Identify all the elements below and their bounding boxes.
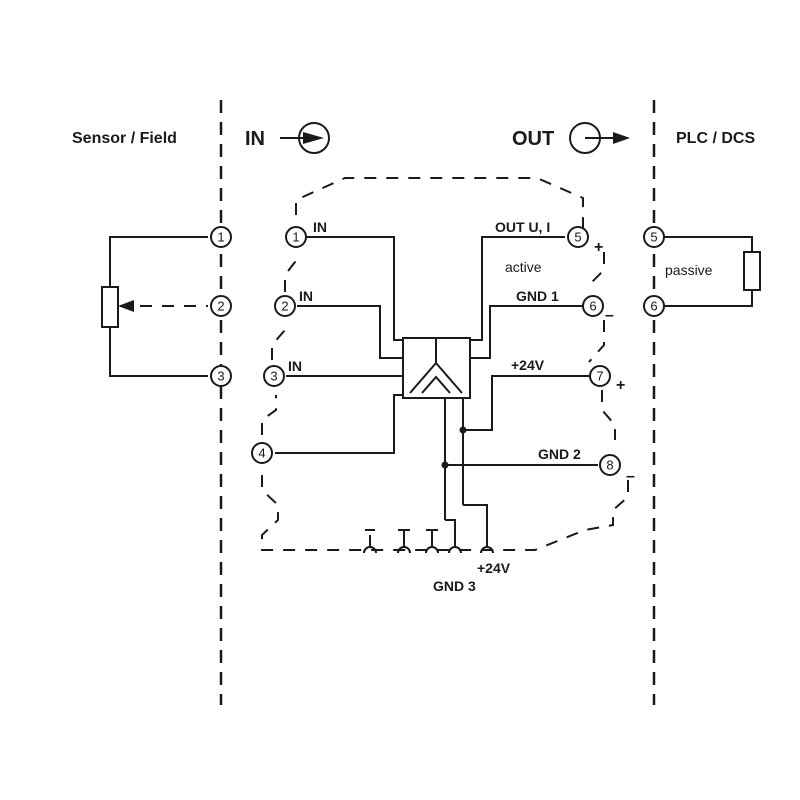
header-sensor-field: Sensor / Field xyxy=(72,130,177,147)
plc-terminal-5: 5 xyxy=(643,226,665,248)
svg-text:6: 6 xyxy=(650,299,657,314)
svg-text:5: 5 xyxy=(650,230,657,245)
svg-text:3: 3 xyxy=(217,369,224,384)
in-arrow-icon xyxy=(280,122,330,154)
module-terminal-7: 7 xyxy=(589,365,611,387)
module-terminal-6: 6 xyxy=(582,295,604,317)
label-out-ui: OUT U, I xyxy=(495,219,550,235)
label-gnd3: GND 3 xyxy=(433,578,476,594)
isolation-block xyxy=(402,337,471,399)
svg-text:2: 2 xyxy=(281,299,288,314)
svg-text:6: 6 xyxy=(589,299,596,314)
sensor-terminal-1: 1 xyxy=(210,226,232,248)
passive-load xyxy=(664,236,761,307)
svg-text:4: 4 xyxy=(258,446,265,461)
svg-text:1: 1 xyxy=(217,230,224,245)
svg-text:7: 7 xyxy=(596,369,603,384)
module-terminal-2: 2 xyxy=(274,295,296,317)
header-out: OUT xyxy=(512,128,554,150)
label-gnd2: GND 2 xyxy=(538,446,581,462)
module-wiring xyxy=(275,236,598,535)
label-gnd1: GND 1 xyxy=(516,288,559,304)
svg-text:8: 8 xyxy=(606,458,613,473)
svg-text:2: 2 xyxy=(217,299,224,314)
plc-terminal-6: 6 xyxy=(643,295,665,317)
potentiometer xyxy=(101,236,208,377)
label-passive: passive xyxy=(665,262,713,278)
label-plus24-right: +24V xyxy=(511,357,545,373)
label-plus24-bottom: +24V xyxy=(477,560,511,576)
polarity-t6: – xyxy=(605,307,614,324)
module-terminal-5: 5 xyxy=(567,226,589,248)
module-terminal-4: 4 xyxy=(251,442,273,464)
label-in-3: IN xyxy=(288,358,302,374)
header-in: IN xyxy=(245,128,265,150)
polarity-t5: + xyxy=(594,239,603,256)
svg-text:3: 3 xyxy=(270,369,277,384)
module-terminal-1: 1 xyxy=(285,226,307,248)
header-plc-dcs: PLC / DCS xyxy=(676,130,755,147)
label-in-2: IN xyxy=(299,288,313,304)
module-terminal-3: 3 xyxy=(263,365,285,387)
label-in-1: IN xyxy=(313,219,327,235)
sensor-terminal-3: 3 xyxy=(210,365,232,387)
module-terminal-8: 8 xyxy=(599,454,621,476)
polarity-t8: – xyxy=(626,468,635,485)
svg-text:1: 1 xyxy=(292,230,299,245)
sensor-terminal-2: 2 xyxy=(210,295,232,317)
bottom-contacts xyxy=(363,529,494,554)
label-active: active xyxy=(505,259,542,275)
out-arrow-icon xyxy=(569,122,630,154)
svg-text:5: 5 xyxy=(574,230,581,245)
polarity-t7: + xyxy=(616,377,625,394)
